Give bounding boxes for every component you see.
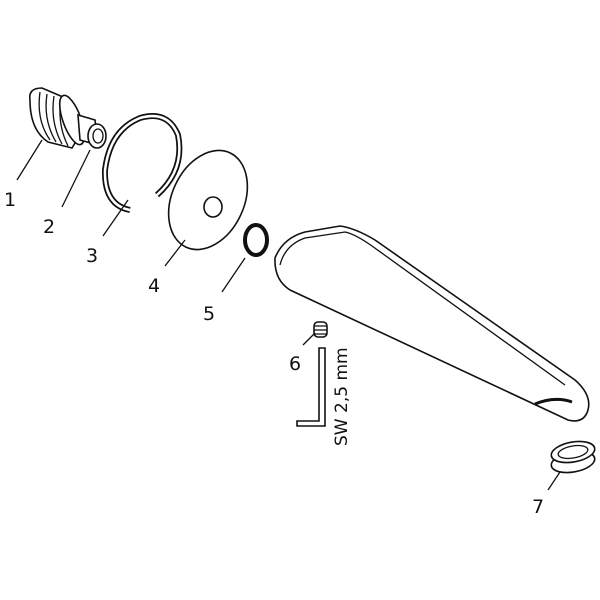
part-2-adapter <box>77 113 107 149</box>
callout-3: 3 <box>86 245 98 267</box>
callout-1: 1 <box>4 189 16 211</box>
wrench-size-label: SW 2,5 mm <box>332 347 352 446</box>
leader-lines <box>16 139 561 491</box>
part-6-grub-screw <box>313 321 328 338</box>
spout <box>274 225 590 422</box>
callout-5: 5 <box>203 303 215 325</box>
part-7-aerator <box>550 440 596 474</box>
callout-6: 6 <box>289 353 301 375</box>
callout-4: 4 <box>148 275 160 297</box>
callout-7: 7 <box>532 496 544 518</box>
part-3-retaining-ring <box>101 113 183 213</box>
allen-wrench <box>296 347 326 427</box>
part-5-o-ring <box>243 223 269 257</box>
callout-2: 2 <box>43 216 55 238</box>
part-4-cover-plate <box>167 149 249 251</box>
